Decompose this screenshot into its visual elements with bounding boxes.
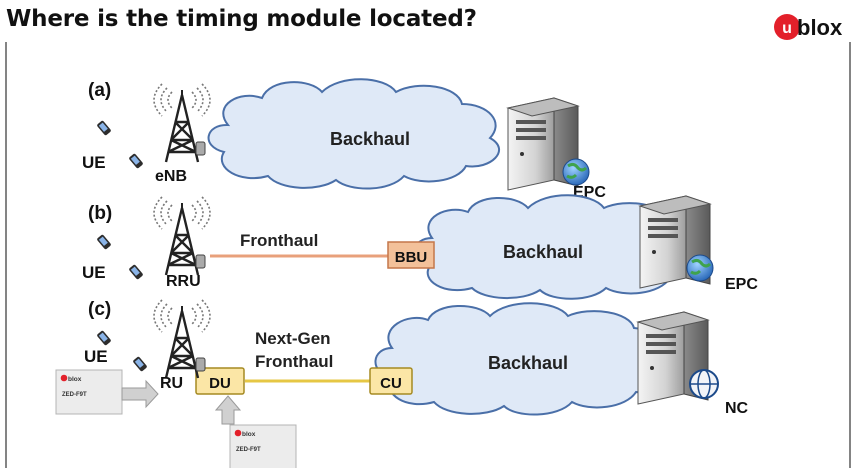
svg-text:blox: blox (797, 15, 843, 40)
arrow-icon-to-ru (121, 379, 159, 409)
row-c-label: (c) (88, 299, 111, 320)
module-2-brand: blox (242, 431, 256, 438)
ue-label-b: UE (82, 263, 106, 282)
ng-label-line2: Fronthaul (255, 352, 333, 371)
tower-icon-c (152, 298, 212, 380)
row-b-label: (b) (88, 203, 112, 224)
tower-icon-b (152, 195, 212, 277)
backhaul-label-b: Backhaul (503, 242, 583, 262)
phone-icon-a2 (128, 153, 144, 169)
row-a: (a) Backhaul UE eNB EPC (82, 78, 606, 201)
backhaul-cloud-a (207, 78, 500, 190)
row-a-label: (a) (88, 80, 111, 101)
station-label-a: eNB (155, 168, 187, 185)
backhaul-label-c: Backhaul (488, 353, 568, 373)
bbu-box (387, 241, 435, 269)
fronthaul-label-b: Fronthaul (240, 231, 318, 250)
station-label-b: RRU (166, 273, 201, 290)
du-box (195, 367, 245, 395)
bbu-label: BBU (395, 249, 428, 266)
core-label-b: EPC (725, 276, 758, 293)
svg-text:u: u (782, 20, 792, 37)
phone-icon-b1 (96, 234, 112, 250)
module-2-model: ZED-F9T (236, 447, 261, 453)
phone-icon-a1 (96, 120, 112, 136)
ng-label-line1: Next-Gen (255, 329, 331, 348)
module-1-model: ZED-F9T (62, 392, 87, 398)
ue-label-c: UE (84, 347, 108, 366)
slide-title: Where is the timing module located? (6, 6, 477, 32)
cu-label: CU (380, 375, 402, 392)
ue-label-a: UE (82, 153, 106, 172)
globe-icon-a (562, 158, 590, 186)
du-label: DU (209, 375, 231, 392)
row-c: (c) Backhaul DU CU Next-Gen Fronthaul UE… (55, 298, 749, 468)
row-b: (b) Backhaul BBU Fronthaul UE RRU EPC (82, 194, 758, 300)
globe-icon-b (686, 254, 714, 282)
cu-box (369, 367, 413, 395)
phone-icon-c1 (96, 330, 112, 346)
phone-icon-b2 (128, 264, 144, 280)
tower-icon-a (152, 82, 212, 164)
arrow-icon-to-du (214, 395, 242, 425)
ublox-logo: u blox (774, 14, 843, 40)
backhaul-label-a: Backhaul (330, 129, 410, 149)
core-label-c: NC (725, 400, 749, 417)
station-label-c: RU (160, 375, 183, 392)
phone-icon-c2 (132, 356, 148, 372)
module-1-brand: blox (68, 376, 82, 383)
